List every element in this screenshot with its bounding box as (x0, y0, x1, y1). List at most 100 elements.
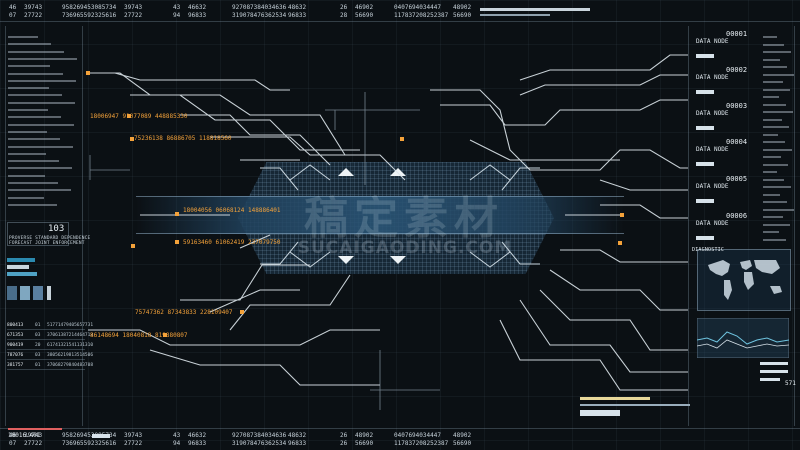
data-node-number: 00006 (726, 212, 748, 220)
header-cell: 958269453085734 (62, 4, 117, 11)
footer-cell: 0407694034447 (394, 432, 441, 439)
footer-cell: 736965592325616 (62, 440, 117, 447)
data-node-number: 00004 (726, 138, 748, 146)
footer-cell: 94 (173, 440, 181, 447)
left-table-cell: 800413 (7, 323, 24, 328)
header-cell: 46902 (355, 4, 374, 11)
counter-line-2: FORECAST JOINT ENFORCEMENT (9, 241, 85, 246)
header-cell: 927087384034636 (232, 4, 287, 11)
center-line-4: 59163460 61062419 237079750 (183, 239, 281, 246)
center-chevrons (260, 164, 540, 268)
left-table-cell: 37068279840483708 (47, 363, 94, 368)
header-cell: 27722 (24, 12, 43, 19)
data-node-number: 00001 (726, 30, 748, 38)
world-map-panel (697, 249, 791, 311)
counter-value: 103 (48, 224, 65, 234)
footer-cell: 56690 (453, 440, 472, 447)
footer-cell: 39743 (124, 432, 143, 439)
footer-cell: 39743 (24, 432, 43, 439)
data-node-label: DATA NODE (696, 38, 729, 45)
header-cell: 319078476362534 (232, 12, 287, 19)
data-node-number: 00003 (726, 102, 748, 110)
footer-cell: 46 (9, 432, 17, 439)
footer-cell: 46632 (188, 432, 207, 439)
header-cell: 56690 (355, 12, 374, 19)
world-map-icon (708, 260, 782, 300)
footer-cell: 56690 (355, 440, 374, 447)
center-line-1: 18006947 91077089 448885330 (90, 113, 188, 120)
header-cell: 48632 (288, 4, 307, 11)
header-cell: 96833 (188, 12, 207, 19)
diag-label: DIAGNOSTIC (692, 247, 725, 253)
left-table-cell: 37061387214464713 (47, 333, 94, 338)
data-node-indicator (696, 162, 714, 166)
footer-cell: 26 (340, 440, 348, 447)
counter-line-1: PROVERSE STANDARD DEPENDENCE (9, 236, 91, 241)
right-wave-chart (697, 318, 789, 358)
footer-cell: 43 (173, 432, 181, 439)
footer-cell: 26 (340, 432, 348, 439)
header-readout: 46 39743 958269453085734 39743 43 46632 927087… (0, 0, 800, 22)
left-table-cell: 03 (35, 333, 41, 338)
data-node-indicator (696, 199, 714, 203)
left-data-column (8, 36, 82, 216)
footer-cell: 07 (9, 440, 17, 447)
left-table-cell: 03 (35, 353, 41, 358)
footer-cell: 319078476362534 (232, 440, 287, 447)
header-cell: 736965592325616 (62, 12, 117, 19)
footer-cell: 958269453085734 (62, 432, 117, 439)
left-table-cell: 01 (35, 323, 41, 328)
data-node-indicator (696, 90, 714, 94)
bottom-left-code: 10016.401 (8, 432, 41, 439)
header-cell: 96833 (288, 12, 307, 19)
header-cell: 46 (9, 4, 17, 11)
footer-cell: 48902 (355, 432, 374, 439)
data-node-label: DATA NODE (696, 74, 729, 81)
left-table-cell: 61741321541131310 (47, 343, 94, 348)
left-table-cell: 381757 (7, 363, 24, 368)
data-node-number: 00002 (726, 66, 748, 74)
header-cell: 117837208252387 (394, 12, 449, 19)
header-cell: 43 (173, 4, 181, 11)
right-data-column (763, 36, 799, 246)
header-cell: 07 (9, 12, 17, 19)
footer-readout: 46 39743 958269453085734 39743 43 46632 927087… (0, 428, 800, 450)
data-node-label: DATA NODE (696, 146, 729, 153)
center-line-3: 18004056 06068124 148886401 (183, 207, 281, 214)
left-table-cell: 671353 (7, 333, 24, 338)
mini-value: 571 (785, 380, 796, 387)
data-node-label: DATA NODE (696, 220, 729, 227)
footer-cell: 927087384034636 (232, 432, 287, 439)
footer-cell: 48632 (288, 432, 307, 439)
center-line-6: 86148694 18040818 819880807 (90, 332, 188, 339)
header-cell: 27722 (124, 12, 143, 19)
data-node-indicator (696, 126, 714, 130)
header-cell: 94 (173, 12, 181, 19)
footer-cell: 27722 (124, 440, 143, 447)
header-cell: 26 (340, 4, 348, 11)
footer-cell: 117837208252387 (394, 440, 449, 447)
header-cell: 39743 (124, 4, 143, 11)
left-table-cell: 900419 (7, 343, 24, 348)
watermark-cn: 稿定素材 (304, 193, 504, 244)
data-node-label: DATA NODE (696, 110, 729, 117)
data-node-label: DATA NODE (696, 183, 729, 190)
left-table-cell: 01 (35, 363, 41, 368)
center-line-2: 75236138 86886705 118818560 (134, 135, 232, 142)
header-cell: 39743 (24, 4, 43, 11)
header-cell: 0407694034447 (394, 4, 441, 11)
left-table-cell: 20 (35, 343, 41, 348)
center-line-5: 75747362 87343833 228109407 (135, 309, 233, 316)
data-node-indicator (696, 236, 714, 240)
watermark-en: SUCAIGAODING.COM (297, 238, 513, 258)
left-counter-panel: 103 PROVERSE STANDARD DEPENDENCE FORECAS… (7, 222, 90, 246)
footer-cell: 96833 (188, 440, 207, 447)
header-cell: 46632 (188, 4, 207, 11)
data-node-number: 00005 (726, 175, 748, 183)
header-cell: 28 (340, 12, 348, 19)
left-table-cell: 38056219813514506 (47, 353, 94, 358)
left-swatch-panel (7, 256, 67, 316)
